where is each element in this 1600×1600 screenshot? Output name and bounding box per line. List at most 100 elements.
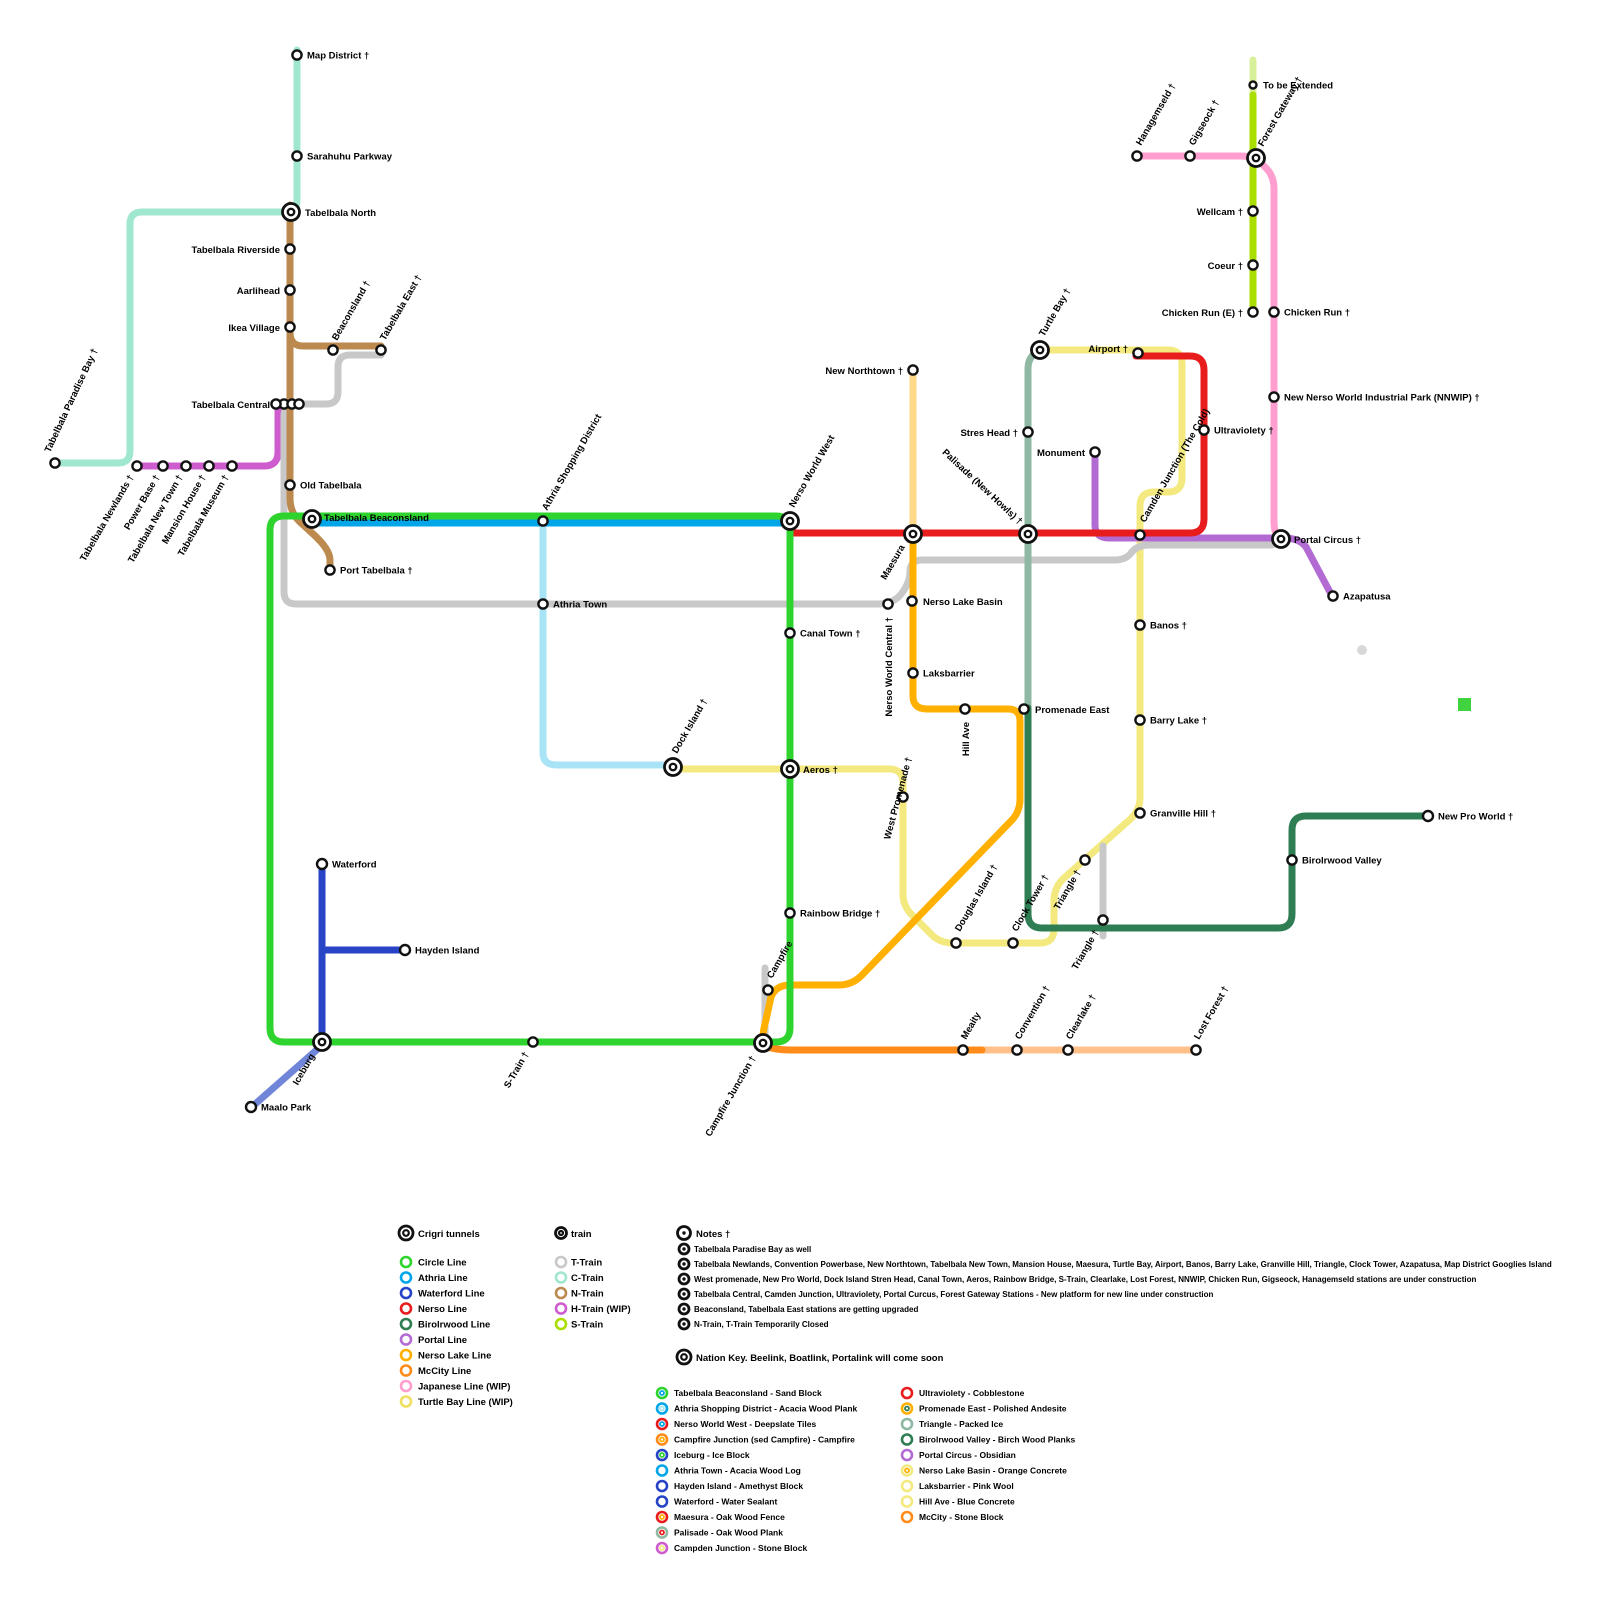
legend-material-item: Triangle - Packed Ice [900, 1417, 1003, 1431]
station-map-district: Map District † [291, 49, 369, 62]
legend-material-item: Maesura - Oak Wood Fence [655, 1510, 785, 1524]
legend-line-label: McCity Line [418, 1366, 471, 1377]
legend-material-item: Palisade - Oak Wood Plank [655, 1526, 783, 1539]
station-dot [1079, 854, 1091, 866]
legend-material-item: Waterford - Water Sealant [655, 1495, 777, 1508]
station-wellcam: Wellcam † [1197, 205, 1259, 218]
material-icon-inner [904, 1405, 910, 1412]
station-granville-hill: Granville Hill † [1134, 807, 1216, 820]
material-icon-inner [659, 1514, 665, 1520]
legend-line-label: Japanese Line (WIP) [418, 1382, 510, 1393]
station-dot-inner [785, 764, 795, 774]
station-label: Maesura [879, 542, 908, 582]
station-chicken-run: Chicken Run † [1268, 306, 1350, 319]
station-nerso-world-central: Nerso World Central † [882, 598, 895, 717]
line-t-train [280, 351, 1276, 1040]
station-label: Nerso World Central † [884, 617, 895, 717]
material-icon-inner [659, 1545, 665, 1551]
legend-note-text: Tabelbala Paradise Bay as well [694, 1245, 811, 1254]
station-dot-inner [1023, 529, 1033, 539]
material-icon [900, 1510, 914, 1524]
station-label: Palisade (New Howls) † [940, 447, 1025, 527]
legend-note-item: Tabelbala Paradise Bay as well [677, 1242, 811, 1256]
station-label: Coeur † [1208, 261, 1243, 272]
station-dot [284, 321, 296, 333]
legend-line-label: Waterford Line [418, 1289, 485, 1300]
station-dot [906, 595, 918, 607]
station-label: Nerso Lake Basin [923, 597, 1003, 608]
station-label: Ultraviolety † [1214, 426, 1274, 437]
station-label: Ikea Village [228, 323, 280, 334]
station-tabelbala-beaconsland: Tabelbala Beaconsland [302, 509, 429, 529]
station-label: To be Extended [1263, 81, 1333, 92]
station-dot [1132, 347, 1144, 359]
station-dot-inner [668, 762, 678, 772]
station-tabelbala-east: Tabelbala East † [375, 273, 424, 356]
legend-material-item: Iceburg - Ice Block [655, 1448, 750, 1462]
station-label: Tabelbala Central [192, 400, 271, 411]
legend-line-icon [399, 1286, 413, 1300]
station-dot [1247, 205, 1259, 217]
station-dot [398, 943, 412, 957]
legend-line-icon [399, 1364, 413, 1377]
nation-key-icon-inner [680, 1353, 688, 1361]
legend-note-item: Beaconsland, Tabelbala East stations are… [677, 1302, 918, 1316]
station-label: Stres Head † [960, 428, 1018, 439]
station-label: Granville Hill † [1150, 809, 1216, 820]
station-dot [1247, 306, 1259, 318]
legend-train-label: C-Train [571, 1273, 604, 1284]
legend-material-item: Campden Junction - Stone Block [655, 1541, 807, 1555]
legend-material-item: Hill Ave - Blue Concrete [900, 1495, 1015, 1508]
station-label: Hayden Island [415, 946, 480, 957]
legend-train-item: C-Train [554, 1271, 604, 1284]
note-icon-center [682, 1247, 686, 1251]
station-label: Laksbarrier [923, 669, 975, 680]
legend-train-label: H-Train (WIP) [571, 1304, 631, 1315]
station-campfire-junction: Campfire Junction † [703, 1033, 773, 1139]
legend-line-label: Nerso Lake Line [418, 1351, 491, 1362]
station-monument: Monument [1037, 446, 1101, 459]
legend-line-icon [399, 1348, 413, 1362]
station-dot [1190, 1044, 1202, 1056]
station-dot [1134, 807, 1146, 819]
legend-line-label: Portal Line [418, 1335, 467, 1346]
legend-train-icon [554, 1317, 568, 1331]
legend-note-item: Tabelbala Central, Camden Junction, Ultr… [677, 1287, 1213, 1301]
line-path-h-train [133, 404, 282, 470]
legend-line-item: Nerso Lake Line [399, 1348, 491, 1362]
material-icon [900, 1417, 914, 1431]
legend-note-text: Tabelbala Central, Camden Junction, Ultr… [694, 1290, 1213, 1299]
station-label: Nerso World West [787, 433, 838, 510]
station-label: Hanagemseld † [1134, 82, 1178, 148]
material-icon [655, 1495, 669, 1508]
station-dot [959, 703, 971, 715]
note-icon-center [682, 1322, 686, 1326]
note-icon-center [682, 1262, 686, 1266]
station-dot [226, 460, 238, 472]
legend-material-item: Ultraviolety - Cobblestone [900, 1386, 1025, 1400]
line-athria-wip [539, 523, 674, 769]
station-portal-circus: Portal Circus † [1271, 529, 1361, 549]
station-label: Convention † [1013, 984, 1053, 1042]
station-dot [270, 398, 282, 410]
station-dot [1247, 259, 1259, 271]
station-label: Wellcam † [1197, 207, 1243, 218]
station-palisade-new-howls: Palisade (New Howls) † [940, 447, 1038, 544]
station-clearlake: Clearlake † [1062, 993, 1099, 1056]
legend-note-text: West promenade, New Pro World, Dock Isla… [694, 1275, 1477, 1284]
station-dot-inner [1035, 345, 1045, 355]
legend-note-text: Beaconsland, Tabelbala East stations are… [694, 1305, 918, 1314]
legend-line-item: Circle Line [399, 1255, 467, 1269]
station-label: Chicken Run † [1284, 308, 1350, 319]
station-dot [537, 598, 549, 610]
station-label: Campfire Junction † [703, 1054, 758, 1139]
station-lost-forest: Lost Forest † [1190, 984, 1231, 1056]
station-label: Portal Circus † [1294, 535, 1361, 546]
station-label: Dock Island † [670, 697, 710, 756]
station-barry-lake: Barry Lake † [1134, 714, 1207, 727]
station-dot [537, 515, 549, 527]
station-laksbarrier: Laksbarrier [907, 667, 975, 680]
material-icon [900, 1433, 914, 1446]
material-icon [900, 1386, 914, 1400]
